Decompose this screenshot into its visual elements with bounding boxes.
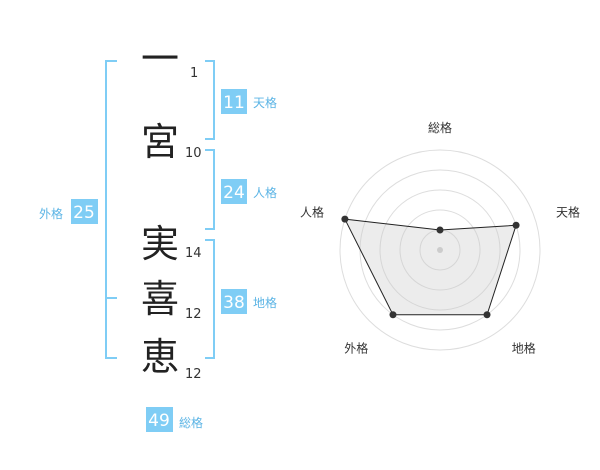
stroke-count-5: 12 <box>185 367 202 382</box>
radar-axis-label: 天格 <box>556 204 580 219</box>
radar-axis-label: 地格 <box>512 341 536 356</box>
radar-center <box>437 247 443 253</box>
radar-point <box>436 226 444 234</box>
soukaku-label: 総格 <box>179 415 203 430</box>
chikaku-bracket <box>205 239 215 359</box>
gaikaku-value: 25 <box>73 203 95 223</box>
outer-bracket-bottom <box>105 298 117 359</box>
jinkaku-value: 24 <box>223 183 245 203</box>
name-char-1: 一 <box>141 37 179 81</box>
jinkaku-badge <box>221 179 247 204</box>
chikaku-label: 地格 <box>253 295 277 310</box>
radar-axis-label: 人格 <box>300 204 324 219</box>
radar-ring <box>399 209 481 291</box>
jinkaku-label: 人格 <box>253 185 277 200</box>
radar-point <box>341 215 349 223</box>
tenkaku-bracket <box>205 60 215 140</box>
radar-area <box>344 218 517 316</box>
jinkaku-bracket <box>205 149 215 230</box>
stroke-count-4: 12 <box>185 307 202 322</box>
name-char-2: 宮 <box>141 120 179 164</box>
name-char-5: 恵 <box>141 335 179 379</box>
radar-point <box>389 311 397 319</box>
soukaku-value: 49 <box>148 411 170 431</box>
stroke-count-1: 1 <box>190 66 198 81</box>
chikaku-value: 38 <box>223 293 245 313</box>
tenkaku-value: 11 <box>223 93 245 113</box>
radar-axis-label: 外格 <box>344 341 368 356</box>
name-char-3: 実 <box>141 222 179 266</box>
soukaku-badge <box>146 407 173 432</box>
tenkaku-label: 天格 <box>253 95 277 110</box>
radar-point <box>483 311 491 319</box>
radar-ring <box>379 189 501 311</box>
chikaku-badge <box>221 289 247 314</box>
gaikaku-label: 外格 <box>39 206 63 221</box>
radar-ring <box>339 149 541 351</box>
tenkaku-badge <box>221 89 247 114</box>
radar-axis-label: 総格 <box>428 120 452 135</box>
name-char-4: 喜 <box>141 277 179 321</box>
stroke-count-2: 10 <box>185 146 202 161</box>
radar-point <box>512 221 520 229</box>
gaikaku-badge <box>71 199 98 224</box>
stroke-count-3: 14 <box>185 246 202 261</box>
outer-bracket-top <box>105 60 117 299</box>
